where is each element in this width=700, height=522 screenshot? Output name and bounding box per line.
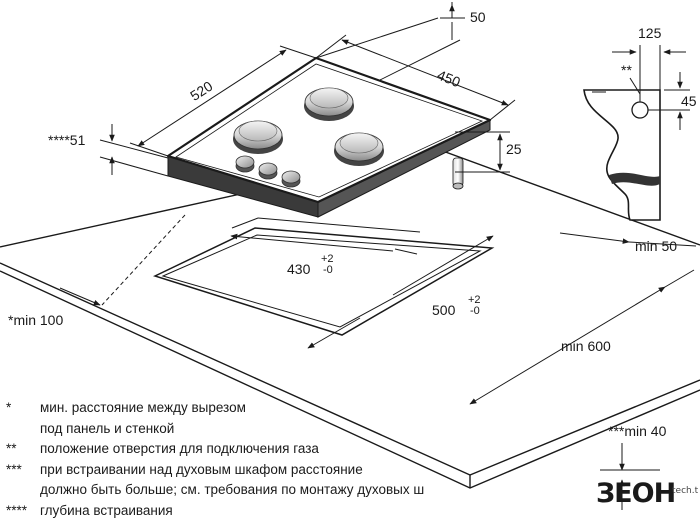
footnote-text: при встраивании над духовым шкафом расст… <box>40 461 363 477</box>
dim-label-125: 125 <box>638 25 662 41</box>
dim-label-520: 520 <box>187 78 215 104</box>
footnote-row: *** при встраивании над духовым шкафом ра… <box>6 460 526 481</box>
dim-min600-line <box>469 286 666 405</box>
footnote-text: должно быть больше; см. требования по мо… <box>40 482 425 498</box>
dim-label-45: 45 <box>681 93 697 109</box>
gas-hole-mark: ** <box>621 62 632 78</box>
footnote-mark: ** <box>6 441 17 457</box>
dim-label-min600: min 600 <box>561 338 611 354</box>
footnote-row: **** глубина встраивания <box>6 501 526 522</box>
dim-500-line <box>392 235 494 296</box>
dim-label-51: ****51 <box>48 132 86 148</box>
footnote-row: * мин. расстояние между вырезом <box>6 398 526 419</box>
footnote-mark: **** <box>6 502 28 518</box>
dim-tol-430-minus: -0 <box>323 264 333 276</box>
dim-label-25: 25 <box>506 141 522 157</box>
dim-min100-line <box>59 287 101 306</box>
dim-label-450: 450 <box>435 67 463 91</box>
watermark-logo: ЗЕОН tech.t <box>596 478 699 518</box>
cutout <box>152 227 495 336</box>
dim-tol-430-plus: +2 <box>321 253 334 265</box>
gas-connection-detail <box>583 45 690 221</box>
dim-450-line <box>341 39 509 106</box>
dim-label-min50: min 50 <box>635 238 677 254</box>
dim-label-min40: ***min 40 <box>608 423 667 439</box>
dim-520-line <box>137 49 287 147</box>
gas-hole-marker <box>631 101 649 119</box>
footnote-row: ** положение отверстия для подключения га… <box>6 439 526 460</box>
burner-left <box>233 120 283 154</box>
logo-main: ЗЕОН <box>596 478 676 509</box>
footnotes: * мин. расстояние между вырезом под панел… <box>6 398 526 522</box>
footnote-text: положение отверстия для подключения газа <box>40 441 319 457</box>
control-knobs <box>235 155 301 188</box>
footnote-row: под панель и стенкой <box>6 419 526 440</box>
footnote-text: мин. расстояние между вырезом <box>40 400 246 415</box>
burner-right <box>334 132 384 166</box>
footnote-mark: * <box>6 400 12 415</box>
dim-label-50: 50 <box>470 9 486 25</box>
dim-430-line <box>231 217 259 229</box>
dim-label-500: 500 <box>432 302 456 318</box>
footnote-mark: *** <box>6 461 22 477</box>
dim-min50-line <box>559 232 630 244</box>
footnote-row: должно быть больше; см. требования по мо… <box>6 480 526 501</box>
dim-label-min100: *min 100 <box>8 312 63 328</box>
burner-back <box>304 87 354 121</box>
dim-tol-500-minus: -0 <box>470 305 480 317</box>
logo-small: tech.t <box>672 486 699 496</box>
dim-label-430: 430 <box>287 261 311 277</box>
footnote-text: под панель и стенкой <box>40 420 175 436</box>
dim-tol-500-plus: +2 <box>468 294 481 306</box>
wall-line <box>101 214 186 306</box>
footnote-text: глубина встраивания <box>40 502 173 518</box>
